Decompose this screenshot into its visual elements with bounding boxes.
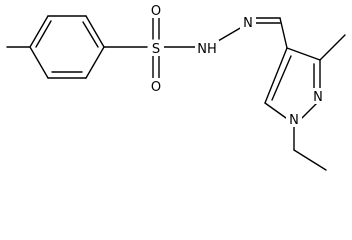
bond-c5-c4-inner — [271, 55, 292, 101]
bond-ethyl-ch2-ch3 — [293, 149, 327, 171]
bond-nh-n — [217, 26, 243, 42]
molecule-structure: S O O NH N N N — [6, 2, 346, 171]
atom-sulfur: S — [152, 42, 160, 57]
bond-c5-c4 — [264, 47, 288, 104]
atom-hydrazide-nh: NH — [197, 42, 217, 57]
atom-labels: S O O NH N N N — [148, 2, 326, 128]
bond-ch-c4 — [279, 17, 288, 49]
atom-pyrazole-n1: N — [289, 113, 299, 128]
bonds — [6, 15, 346, 171]
atom-pyrazole-n2: N — [313, 90, 323, 105]
bond-c4-c3 — [286, 47, 321, 61]
bond-c3-methyl — [319, 34, 346, 61]
bond-n2-n1 — [301, 102, 318, 119]
bond-ring-c4-c5 — [85, 46, 105, 79]
bond-ring-c3-c4 — [85, 15, 105, 48]
atom-hydrazone-n: N — [243, 16, 253, 31]
bond-n1-c5 — [264, 102, 287, 119]
atom-oxygen-bottom: O — [151, 80, 161, 95]
bond-ring-c3-c4-inner — [82, 21, 99, 48]
bond-ring-c1-c2-inner — [35, 20, 52, 48]
bond-ring-c1-c2 — [29, 15, 49, 48]
bond-ring-c6-c1 — [29, 46, 49, 79]
atom-oxygen-top: O — [151, 4, 161, 19]
